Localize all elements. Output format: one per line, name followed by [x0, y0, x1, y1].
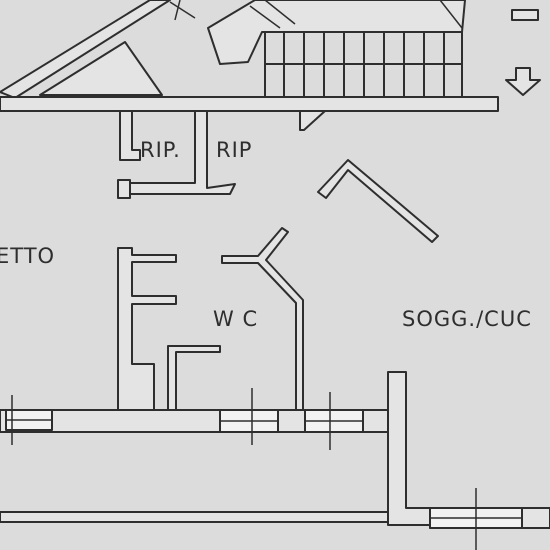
door-swing-wall — [317, 159, 439, 243]
lower-walls — [0, 371, 550, 529]
room-label-living-kitchen: SOGG./CUC — [402, 307, 532, 331]
entrance-arrow-icon — [505, 9, 541, 96]
corridor-top-wall — [0, 96, 499, 112]
room-label-storage-1: RIP. — [140, 138, 181, 162]
stair-hatching — [169, 0, 463, 29]
bathroom-walls — [117, 227, 304, 413]
room-label-storage-2: RIP — [216, 138, 253, 162]
storage-closet-walls — [117, 110, 326, 199]
room-label-bathroom: W C — [213, 307, 259, 331]
stair-treads — [264, 31, 463, 98]
entrance-stair-walls — [0, 0, 466, 99]
window-ticks — [6, 388, 522, 550]
room-label-bedroom: ETTO — [0, 244, 56, 268]
